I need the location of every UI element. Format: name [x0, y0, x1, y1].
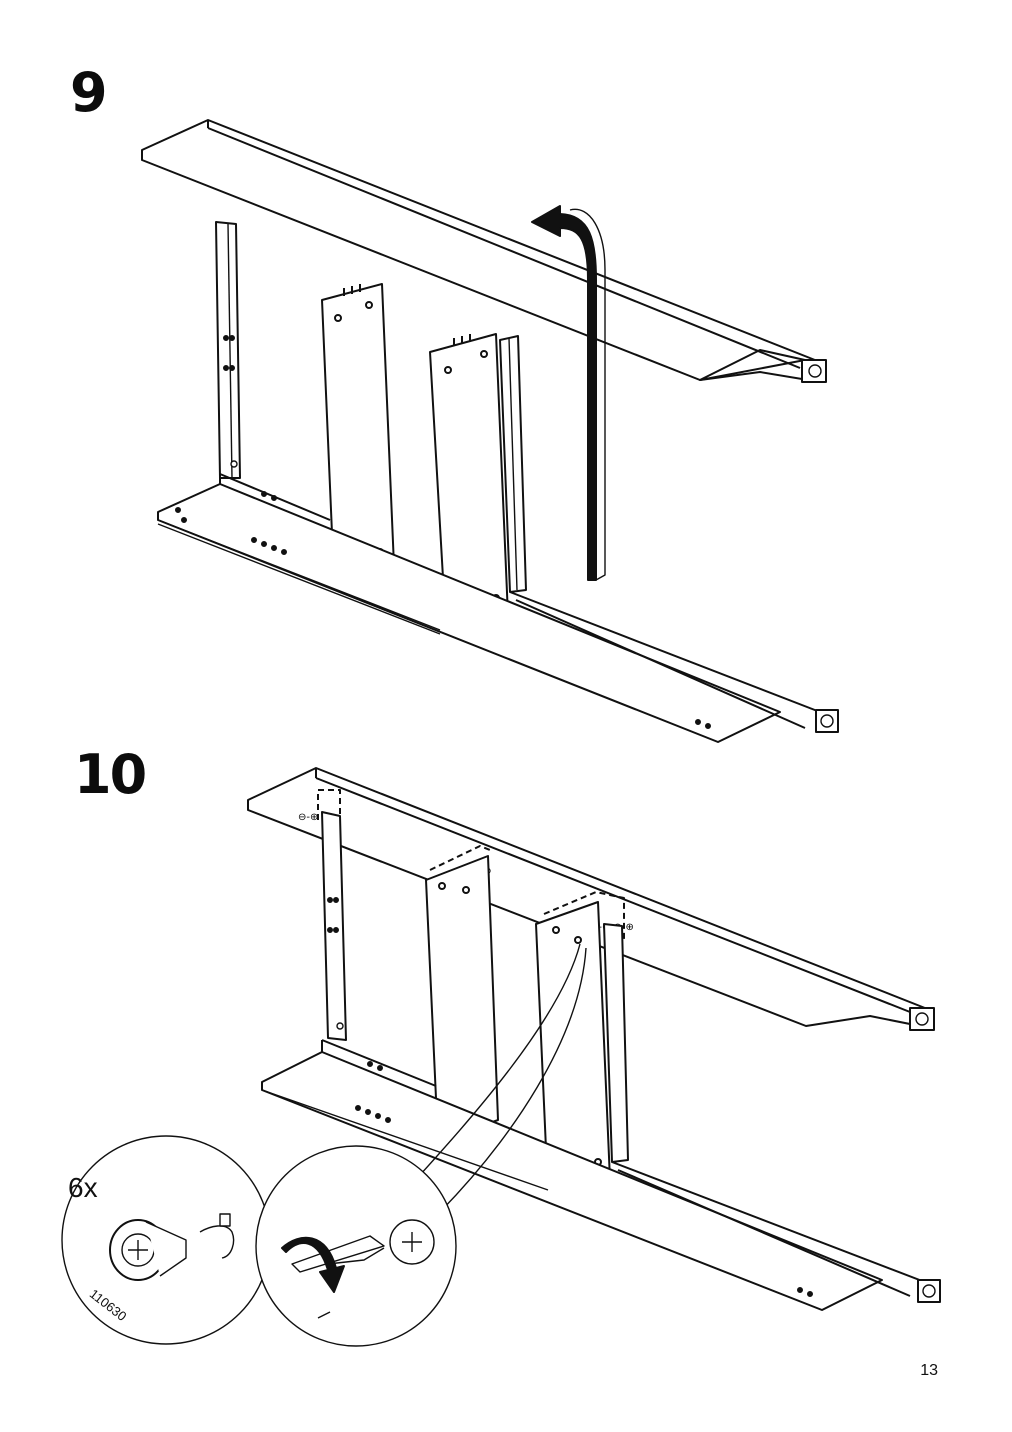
clockwise-arrow-icon: [281, 1236, 345, 1293]
rotate-arrow-icon: [531, 205, 597, 581]
top-board-step9: [141, 119, 821, 383]
cam-lock-fitting-icon: [109, 1213, 235, 1281]
end-leg-left: [215, 221, 241, 479]
page-number: 13: [920, 1362, 938, 1379]
screwdriver-icon: [291, 1235, 385, 1273]
hardware-quantity: 6x: [68, 1172, 98, 1203]
bottom-board-step9: [157, 483, 781, 743]
step-9-number: 9: [70, 61, 108, 124]
svg-text:⊖-⊕: ⊖-⊕: [298, 812, 318, 823]
step-10-number: 10: [74, 743, 147, 806]
